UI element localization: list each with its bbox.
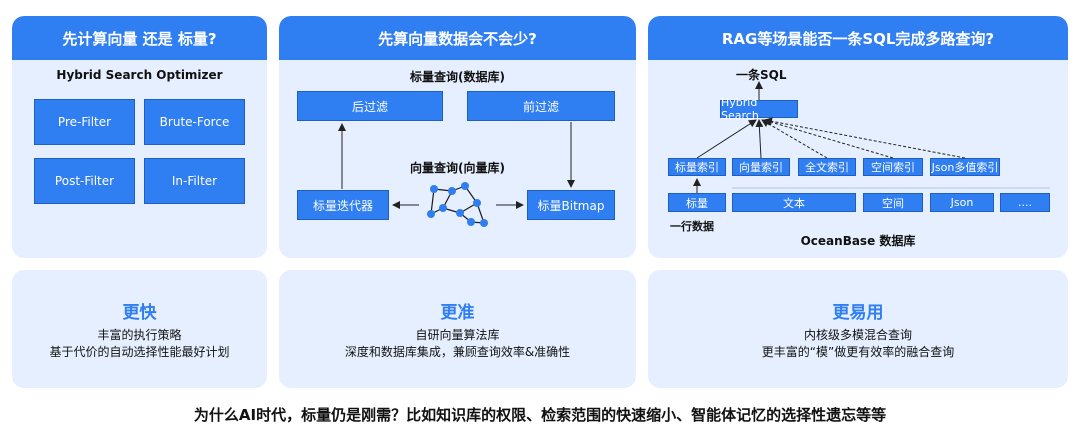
- scalar-iterator-box: 标量迭代器: [297, 190, 389, 220]
- benefit-line: 自研向量算法库: [415, 328, 500, 342]
- benefit-card-easier: 更易用 内核级多模混合查询 更丰富的“模”做更有效率的融合查询: [648, 270, 1068, 388]
- benefit-title-accurate: 更准: [440, 303, 475, 323]
- brute-force-box: Brute-Force: [144, 99, 245, 145]
- more-data-box: ....: [1000, 193, 1050, 212]
- vector-index-to-hybrid: [755, 119, 764, 159]
- spatial-index-box: 空间索引: [863, 158, 923, 176]
- scalar-index-box: 标量索引: [668, 158, 726, 176]
- fulltext-index-box: 全文索引: [798, 158, 856, 176]
- row-data-label: 一行数据: [670, 220, 714, 233]
- vector-index-box: 向量索引: [732, 158, 790, 176]
- before-filter-box: 前过滤: [467, 91, 615, 121]
- footer-caption: 为什么AI时代，标量仍是刚需？比如知识库的权限、检索范围的快速缩小、智能体记忆的…: [193, 406, 887, 424]
- fulltext-index-to-hybrid: [761, 119, 828, 159]
- one-sql-label: 一条SQL: [736, 68, 787, 82]
- vector-graph-nodes: [427, 182, 488, 227]
- benefit-card-accurate: 更准 自研向量算法库 深度和数据库集成，兼顾查询效率&准确性: [279, 270, 636, 388]
- after-filter-box: 后过滤: [297, 91, 443, 121]
- benefit-line: 基于代价的自动选择性能最好计划: [49, 345, 230, 359]
- panel2-connectors: [338, 122, 575, 227]
- post-filter-box: Post-Filter: [34, 158, 135, 204]
- panel-rag-sql-header: RAG等场景能否一条SQL完成多路查询?: [648, 16, 1068, 60]
- panel-vector-first: 先算向量数据会不会少? 标量查询(数据库) 后过滤 前过滤 向量查询(向量库) …: [279, 16, 636, 258]
- oceanbase-db-label: OceanBase 数据库: [800, 234, 916, 248]
- benefit-title-faster: 更快: [122, 303, 157, 323]
- panel-vector-first-header: 先算向量数据会不会少?: [279, 16, 636, 60]
- scalar-query-label: 标量查询(数据库): [410, 70, 505, 84]
- panel-optimizer-header: 先计算向量 还是 标量?: [12, 16, 267, 60]
- panel-optimizer: 先计算向量 还是 标量? Hybrid Search Optimizer Pre…: [12, 16, 267, 258]
- json-index-to-hybrid: [764, 117, 966, 159]
- benefit-card-faster: 更快 丰富的执行策略 基于代价的自动选择性能最好计划: [12, 270, 267, 388]
- scalar-index-to-hybrid: [696, 119, 757, 159]
- json-data-box: Json: [930, 193, 994, 212]
- text-data-box: 文本: [732, 193, 856, 212]
- spatial-index-to-hybrid: [763, 118, 894, 159]
- pre-filter-box: Pre-Filter: [34, 99, 135, 145]
- vector-query-label: 向量查询(向量库): [410, 161, 505, 175]
- panel-rag-sql: RAG等场景能否一条SQL完成多路查询? 一条SQL Hybrid Search…: [648, 16, 1068, 258]
- json-multivalue-index-box: Json多值索引: [930, 158, 1000, 176]
- benefit-line: 更丰富的“模”做更有效率的融合查询: [761, 345, 955, 359]
- benefit-line: 深度和数据库集成，兼顾查询效率&准确性: [344, 345, 571, 359]
- benefit-line: 丰富的执行策略: [97, 328, 182, 342]
- scalar-data-box: 标量: [668, 193, 726, 212]
- in-filter-box: In-Filter: [144, 158, 245, 204]
- spatial-data-box: 空间: [863, 193, 923, 212]
- panel3-connectors: [693, 81, 1050, 193]
- benefit-line: 内核级多模混合查询: [803, 328, 912, 342]
- optimizer-subtitle: Hybrid Search Optimizer: [56, 68, 223, 82]
- benefit-title-easier: 更易用: [832, 303, 884, 323]
- scalar-bitmap-box: 标量Bitmap: [527, 190, 615, 220]
